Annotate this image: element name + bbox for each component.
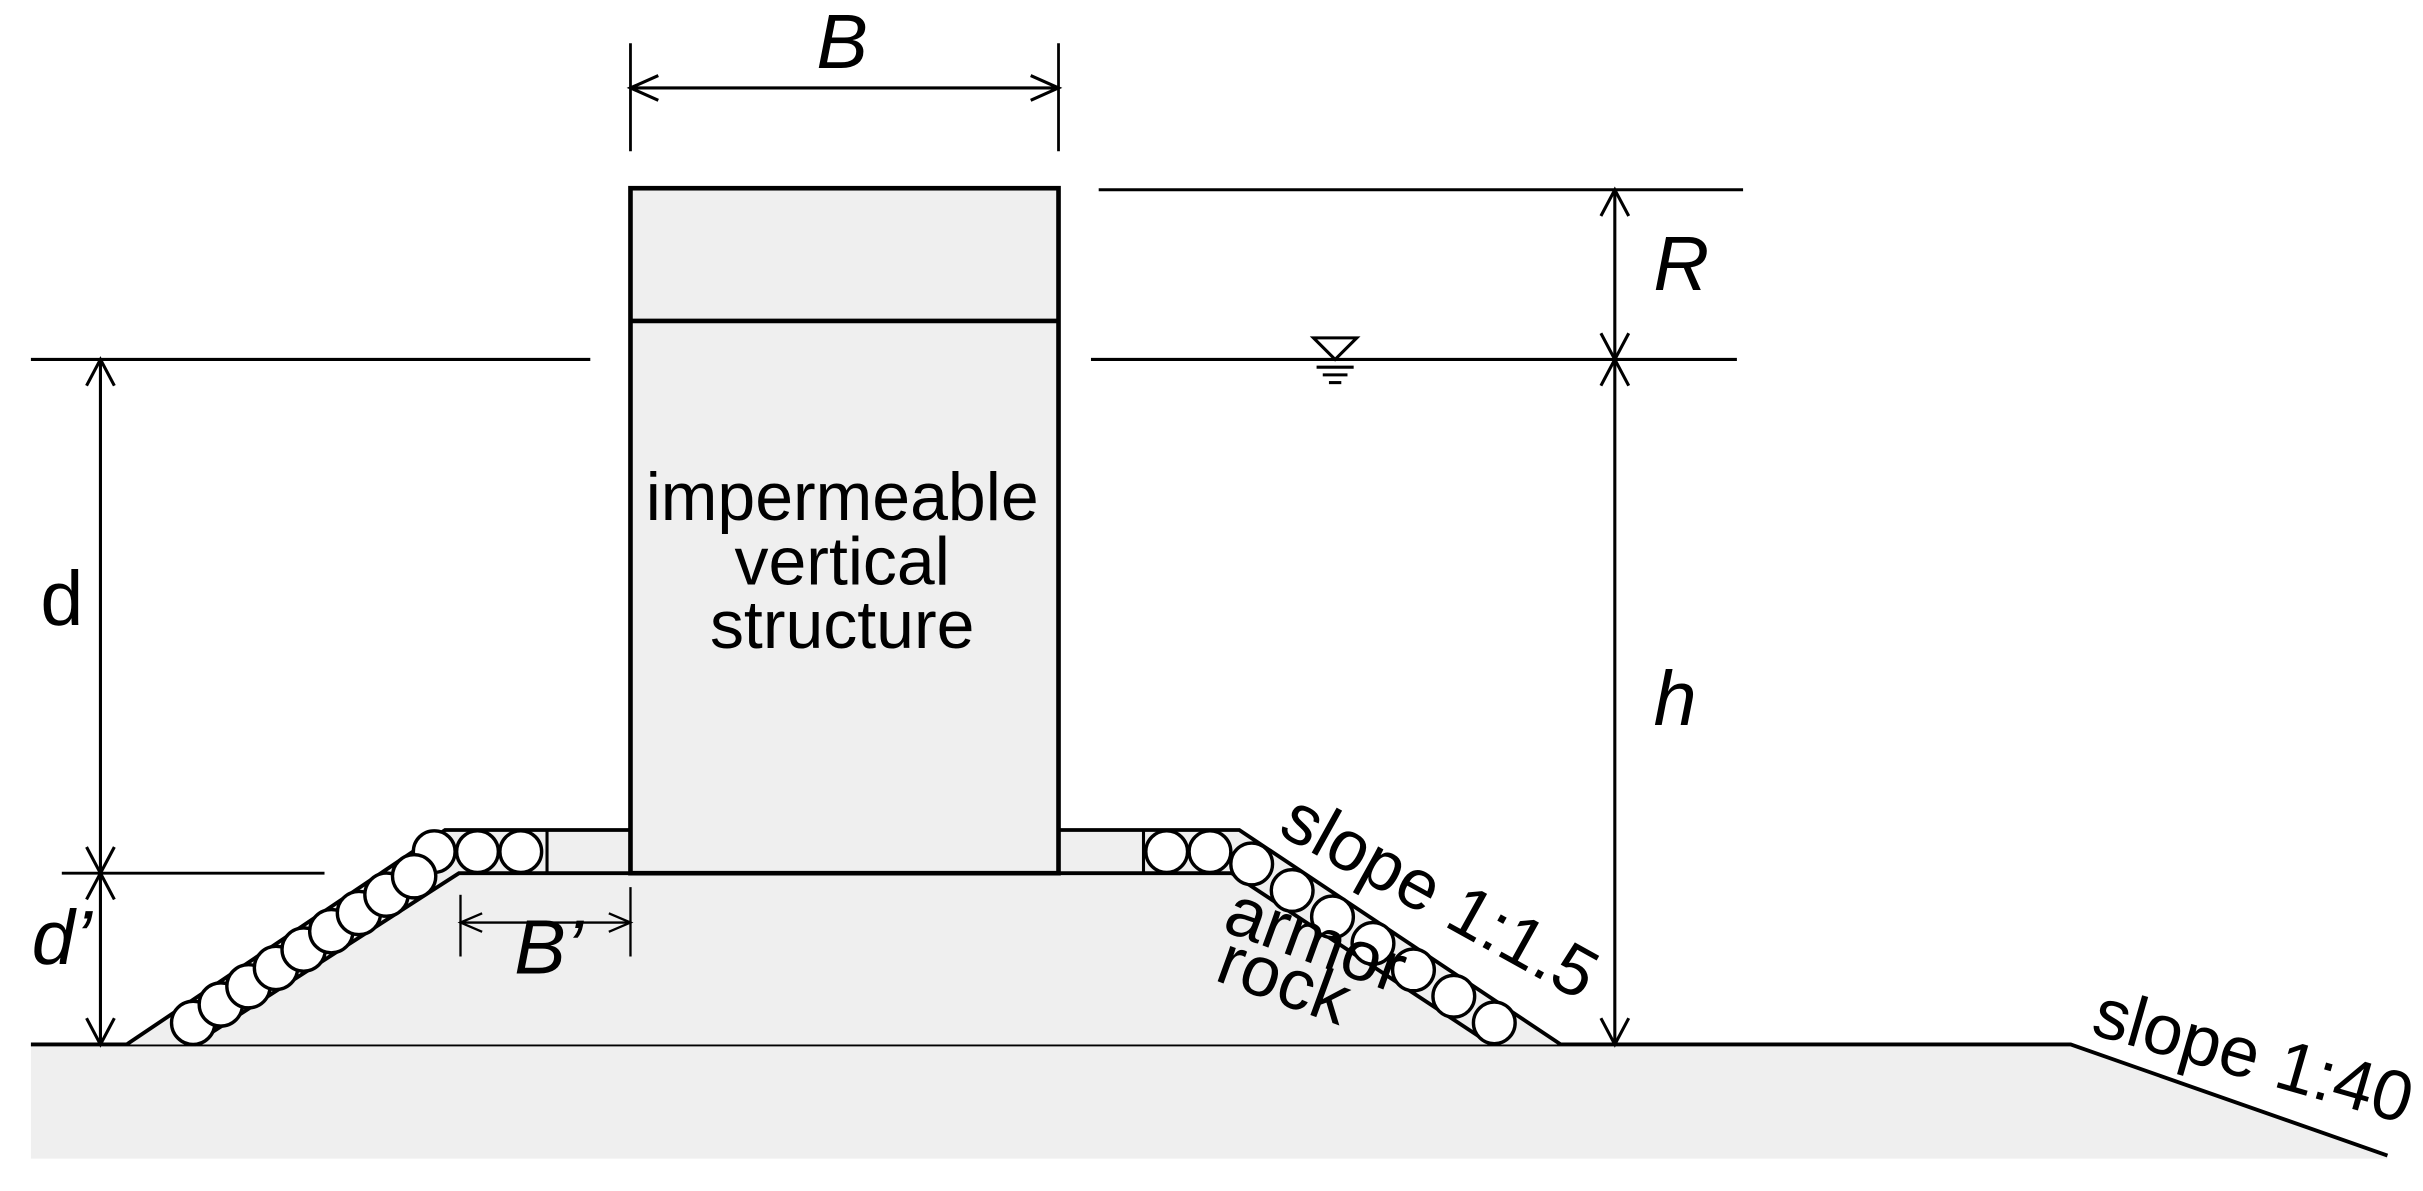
armor-right-outline [1058, 828, 1562, 1047]
structure-label-line1: impermeable [646, 460, 1039, 535]
armor-rock [498, 829, 544, 875]
dim-dprime-arrow-bottom [85, 1017, 116, 1048]
label-b-prime: B’ [514, 905, 585, 991]
structure-label-line2: vertical [735, 525, 950, 600]
structure-label-line3: structure [710, 588, 974, 663]
water-level-icon [1309, 336, 1361, 385]
armor-rock [1390, 947, 1437, 993]
armor-rock [1269, 867, 1315, 913]
armor-rock [1309, 894, 1356, 940]
dim-d-arrow-top [85, 356, 116, 387]
armor-rock [1187, 829, 1233, 875]
dim-h-arrow-top [1599, 356, 1631, 387]
armor-rock [390, 852, 438, 900]
armor-rock [1431, 973, 1477, 1019]
armor-rock [1229, 841, 1275, 887]
dim-h-arrow-bottom [1599, 1017, 1631, 1048]
dim-dprime-arrow-top [85, 869, 116, 901]
label-b: B [816, 0, 868, 85]
armor-rock [454, 829, 501, 875]
armor-rock [1350, 920, 1396, 966]
seabed [30, 1044, 2388, 1159]
label-r: R [1653, 221, 1709, 307]
dim-b-arrow-right [1030, 74, 1063, 102]
armor-rock [1471, 1000, 1517, 1046]
dim-r-arrow-top [1599, 186, 1631, 217]
dim-bprime-arrow-right [608, 912, 634, 933]
armor-rock-layer [169, 829, 1517, 1047]
label-d: d [40, 556, 83, 642]
label-h: h [1654, 656, 1697, 742]
dim-bprime-arrow-left [457, 912, 483, 933]
vertical-structure [628, 185, 1061, 876]
dim-b-arrow-left [626, 74, 659, 102]
label-d-prime: d’ [32, 895, 94, 981]
rubble-mound [126, 829, 1561, 1045]
armor-rock [1144, 829, 1190, 875]
